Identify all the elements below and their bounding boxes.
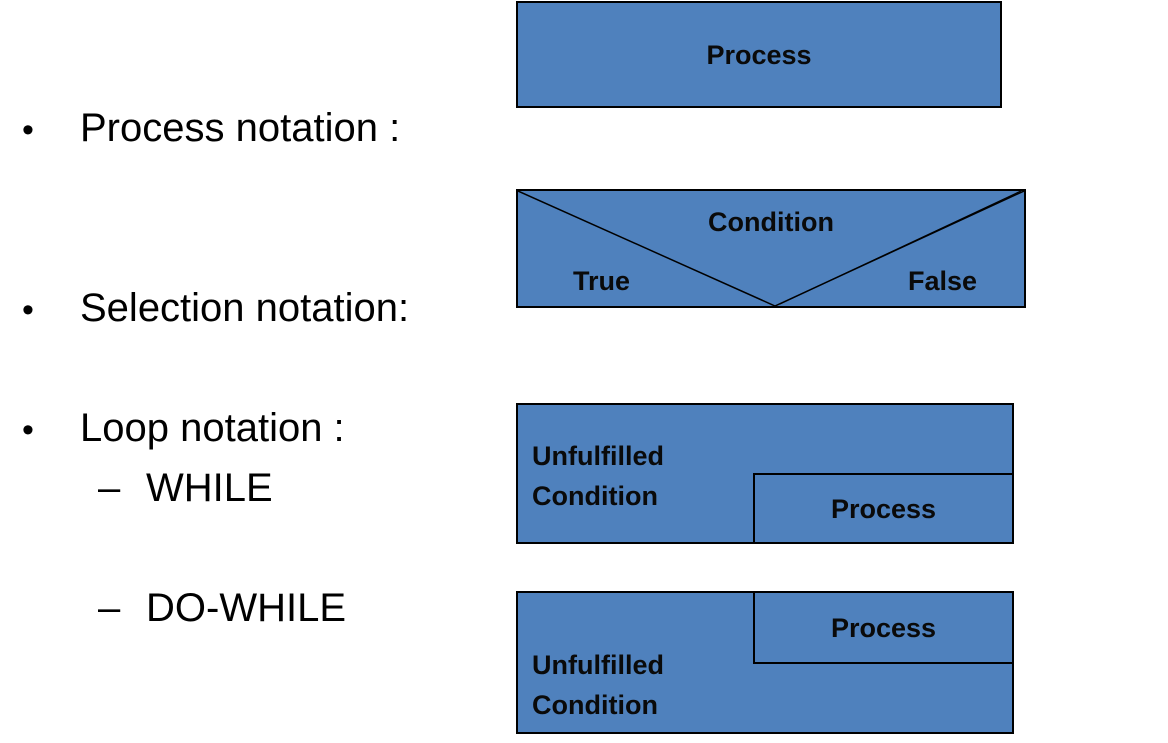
true-diagonal-line (518, 191, 776, 306)
process-box-label: Process (706, 40, 812, 70)
do-while-condition-text: Unfulfilled Condition (532, 645, 664, 725)
selection-notation-label: Selection notation: (80, 286, 410, 330)
bullet-process: • Process notation : (22, 108, 400, 148)
selection-false-label: False (908, 266, 978, 296)
process-box: Process (516, 1, 1002, 108)
do-while-condition-line2: Condition (532, 690, 658, 720)
do-while-condition-line1: Unfulfilled (532, 650, 664, 680)
selection-diagonals (518, 191, 1024, 306)
sub-bullet-while: –WHILE (98, 468, 273, 508)
while-condition-text: Unfulfilled Condition (532, 436, 664, 516)
do-while-loop-box: Process Unfulfilled Condition (516, 591, 1014, 734)
while-condition-line1: Unfulfilled (532, 441, 664, 471)
selection-true-label: True (573, 266, 631, 296)
do-while-label: DO-WHILE (146, 586, 346, 630)
while-loop-box: Unfulfilled Condition Process (516, 403, 1014, 544)
bullet-dot: • (22, 111, 34, 149)
do-while-process-label: Process (830, 613, 937, 643)
sub-bullet-do-while: –DO-WHILE (98, 588, 346, 628)
do-while-process-box: Process (753, 591, 1014, 664)
selection-box: Condition True False (516, 189, 1026, 308)
bullet-loop: • Loop notation : (22, 408, 345, 448)
bullet-dot: • (22, 411, 34, 449)
while-process-label: Process (830, 494, 937, 524)
process-notation-label: Process notation : (80, 106, 401, 150)
loop-notation-label: Loop notation : (80, 406, 345, 450)
dash-glyph: – (98, 466, 121, 510)
bullet-selection: • Selection notation: (22, 288, 409, 328)
bullet-dot: • (22, 291, 34, 329)
while-label: WHILE (146, 466, 273, 510)
while-process-box: Process (753, 473, 1014, 544)
while-condition-line2: Condition (532, 481, 658, 511)
false-diagonal-line-inner (779, 191, 1022, 305)
dash-glyph: – (98, 586, 121, 630)
selection-condition-label: Condition (708, 207, 834, 237)
